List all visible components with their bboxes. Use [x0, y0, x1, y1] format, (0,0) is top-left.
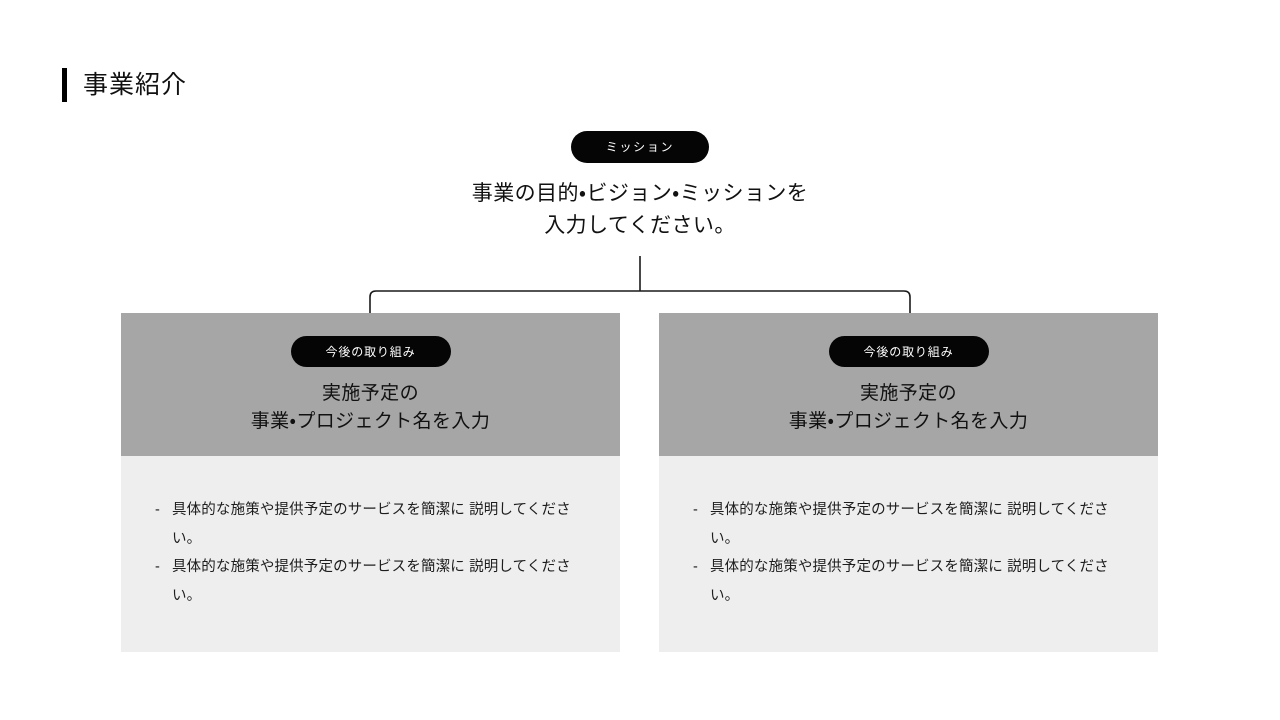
bullet-line-1: 具体的な施策や提供予定のサービスを簡潔に — [710, 502, 1003, 518]
initiative-card-left: 今後の取り組み 実施予定の 事業・プロジェクト名を入力 - 具体的な施策や提供予… — [121, 313, 620, 652]
list-item: - 具体的な施策や提供予定のサービスを簡潔に 説明してください。 — [693, 496, 1124, 553]
card-body-left: - 具体的な施策や提供予定のサービスを簡潔に 説明してください。 - 具体的な施… — [121, 456, 620, 610]
page-title-block: 事業紹介 — [62, 68, 187, 102]
card-title-line-1-right: 実施予定の — [860, 383, 957, 404]
card-badge-left: 今後の取り組み — [290, 336, 451, 367]
bullet-line-1: 具体的な施策や提供予定のサービスを簡潔に — [172, 502, 465, 518]
bullet-list-right: - 具体的な施策や提供予定のサービスを簡潔に 説明してください。 - 具体的な施… — [693, 496, 1124, 610]
card-header-right: 今後の取り組み 実施予定の 事業・プロジェクト名を入力 — [659, 313, 1158, 456]
mission-badge: ミッション — [571, 131, 709, 163]
card-badge-right: 今後の取り組み — [828, 336, 989, 367]
card-title-line-2-right: 事業・プロジェクト名を入力 — [788, 411, 1029, 432]
connector-lines — [369, 256, 911, 320]
card-title-right: 実施予定の 事業・プロジェクト名を入力 — [789, 380, 1028, 436]
bullet-dash-icon: - — [155, 502, 160, 518]
bullet-list-left: - 具体的な施策や提供予定のサービスを簡潔に 説明してください。 - 具体的な施… — [155, 496, 586, 610]
bullet-dash-icon: - — [693, 502, 698, 518]
card-badge-label-right: 今後の取り組み — [863, 344, 954, 359]
card-title-line-2-left: 事業・プロジェクト名を入力 — [250, 411, 491, 432]
bullet-line-2: 説明してください。 — [710, 502, 1109, 547]
list-item: - 具体的な施策や提供予定のサービスを簡潔に 説明してください。 — [155, 496, 586, 553]
bullet-line-2: 説明してください。 — [172, 502, 571, 547]
page-title: 事業紹介 — [83, 70, 188, 99]
bullet-line-2: 説明してください。 — [172, 559, 571, 604]
initiative-card-right: 今後の取り組み 実施予定の 事業・プロジェクト名を入力 - 具体的な施策や提供予… — [659, 313, 1158, 652]
card-title-line-1-left: 実施予定の — [322, 383, 419, 404]
mission-description-line-1: 事業の目的・ビジョン・ミッションを — [471, 182, 809, 205]
mission-badge-label: ミッション — [605, 140, 675, 154]
bullet-line-1: 具体的な施策や提供予定のサービスを簡潔に — [710, 559, 1003, 575]
bullet-dash-icon: - — [693, 559, 698, 575]
card-title-left: 実施予定の 事業・プロジェクト名を入力 — [251, 380, 490, 436]
card-header-left: 今後の取り組み 実施予定の 事業・プロジェクト名を入力 — [121, 313, 620, 456]
bullet-dash-icon: - — [155, 559, 160, 575]
list-item: - 具体的な施策や提供予定のサービスを簡潔に 説明してください。 — [693, 553, 1124, 610]
card-badge-label-left: 今後の取り組み — [325, 344, 416, 359]
mission-description-line-2: 入力してください。 — [544, 214, 736, 237]
card-body-right: - 具体的な施策や提供予定のサービスを簡潔に 説明してください。 - 具体的な施… — [659, 456, 1158, 610]
mission-description: 事業の目的・ビジョン・ミッションを 入力してください。 — [0, 178, 1280, 242]
bullet-line-1: 具体的な施策や提供予定のサービスを簡潔に — [172, 559, 465, 575]
bullet-line-2: 説明してください。 — [710, 559, 1109, 604]
title-accent-bar — [62, 68, 67, 102]
list-item: - 具体的な施策や提供予定のサービスを簡潔に 説明してください。 — [155, 553, 586, 610]
